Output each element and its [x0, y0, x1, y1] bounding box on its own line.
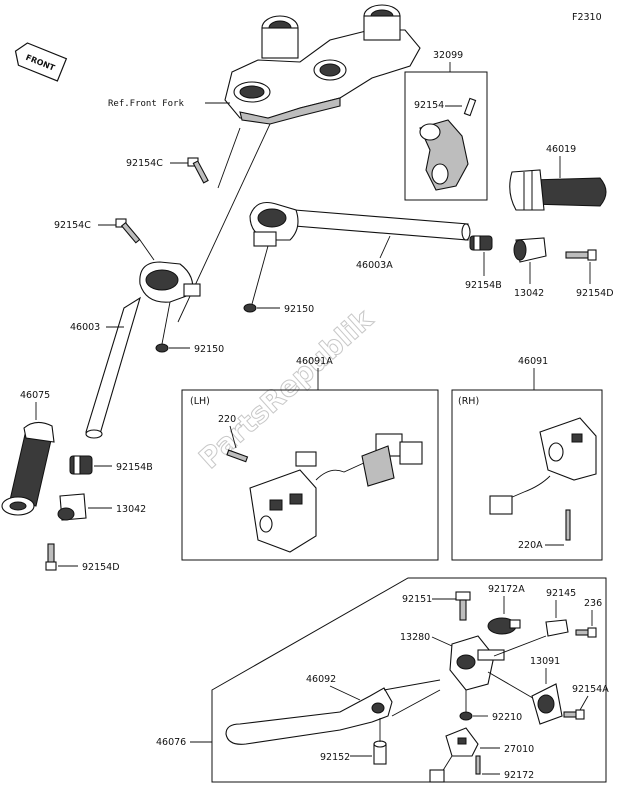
callout-46091: 46091	[518, 356, 548, 367]
callout-92154D-right: 92154D	[576, 288, 614, 299]
group-32099-frame	[404, 71, 488, 201]
callout-236: 236	[584, 598, 602, 609]
lever-assembly-frame	[211, 577, 607, 783]
screw-92154D-right	[565, 249, 597, 261]
bolt-92150-upper	[243, 303, 257, 313]
callout-46019: 46019	[546, 144, 576, 155]
callout-32099: 32099	[433, 50, 463, 61]
callout-220: 220	[218, 414, 236, 425]
watermark: PartsRepublik	[192, 301, 380, 475]
clamp-13091	[531, 683, 563, 725]
bolt-92151	[455, 591, 471, 621]
callout-46076: 46076	[156, 737, 186, 748]
screw-92172	[475, 755, 481, 775]
screw-236	[575, 627, 597, 638]
callout-92172: 92172	[504, 770, 534, 781]
lever-46092	[225, 687, 393, 745]
bar-end-13042-left	[57, 493, 87, 521]
figure-id: F2310	[572, 12, 602, 23]
callout-13042-right: 13042	[514, 288, 544, 299]
right-grip	[509, 169, 607, 211]
left-grip	[1, 421, 55, 516]
bolt-92154C-upper	[187, 157, 209, 184]
callout-92154B-right: 92154B	[465, 280, 502, 291]
callout-13280: 13280	[400, 632, 430, 643]
callout-46091A: 46091A	[296, 356, 333, 367]
throttle-housing	[419, 97, 477, 191]
bolt-92150-lower	[155, 343, 169, 353]
lh-switch-frame	[181, 389, 439, 561]
callout-92154-top: 92154	[414, 100, 444, 111]
callout-92154A: 92154A	[572, 684, 609, 695]
callout-46003A: 46003A	[356, 260, 393, 271]
bar-end-weight-92154B-left	[69, 455, 93, 475]
callout-13042-left: 13042	[116, 504, 146, 515]
switch-27010	[429, 727, 479, 783]
rh-switch-assembly	[489, 417, 597, 541]
callout-46092: 46092	[306, 674, 336, 685]
lever-holder-13280	[449, 635, 505, 691]
bolt-92154A	[563, 709, 585, 720]
callout-46075: 46075	[20, 390, 50, 401]
callout-92150-upper: 92150	[284, 304, 314, 315]
callout-27010: 27010	[504, 744, 534, 755]
callout-92154C-lower: 92154C	[54, 220, 91, 231]
collar-92152	[373, 740, 387, 765]
callout-92152: 92152	[320, 752, 350, 763]
group-label-rh: (RH)	[458, 396, 479, 407]
nut-92210	[459, 711, 473, 721]
bar-end-13042-right	[513, 237, 547, 263]
callout-92172A: 92172A	[488, 584, 525, 595]
screw-92154D-left	[45, 543, 57, 571]
callout-92154D-left: 92154D	[82, 562, 120, 573]
adjuster-92172A	[487, 617, 521, 635]
upper-triple-clamp	[224, 4, 421, 125]
callout-92154C-upper: 92154C	[126, 158, 163, 169]
front-arrow-icon: FRONT	[14, 42, 68, 82]
bar-end-weight-92154B-right	[469, 235, 493, 251]
handlebar-46003	[85, 261, 201, 439]
callout-220A: 220A	[518, 540, 543, 551]
lh-switch-assembly	[226, 433, 423, 553]
callout-46003: 46003	[70, 322, 100, 333]
ref-front-fork-note: Ref.Front Fork	[108, 99, 184, 109]
callout-13091: 13091	[530, 656, 560, 667]
spring-92145	[545, 619, 569, 637]
callout-92154B-left: 92154B	[116, 462, 153, 473]
callout-92151: 92151	[402, 594, 432, 605]
callout-92145: 92145	[546, 588, 576, 599]
callout-92150-lower: 92150	[194, 344, 224, 355]
svg-text:PartsRepublik: PartsRepublik	[193, 302, 380, 475]
rh-switch-frame	[451, 389, 603, 561]
bolt-92154C-lower	[115, 218, 141, 244]
handlebar-46003A	[249, 201, 471, 247]
group-label-lh: (LH)	[190, 396, 210, 407]
callout-92210: 92210	[492, 712, 522, 723]
